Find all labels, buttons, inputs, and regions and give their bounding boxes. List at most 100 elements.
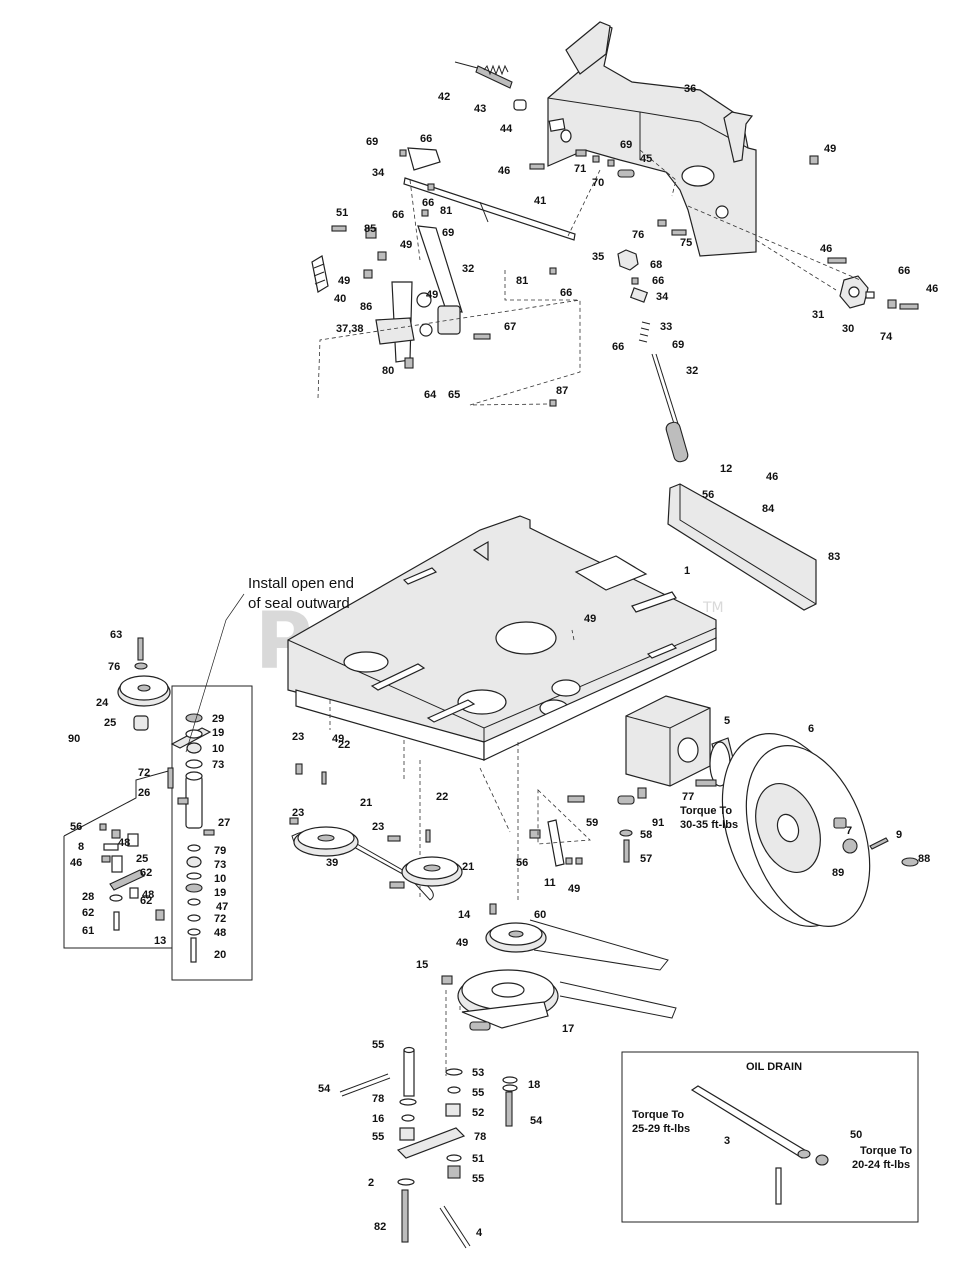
callout: 57 (640, 853, 652, 865)
callout: 48 (142, 889, 154, 901)
callout: 42 (438, 91, 450, 103)
callout: 66 (392, 209, 404, 221)
callout: 74 (880, 331, 893, 343)
callout: 49 (584, 613, 596, 625)
callout: 66 (652, 275, 664, 287)
callout: 30 (842, 323, 854, 335)
main-frame (287, 483, 919, 1076)
callout: 48 (118, 837, 130, 849)
callout: 65 (448, 389, 460, 401)
plug-torque-line2: 20-24 ft-lbs (852, 1159, 910, 1171)
callout: 55 (472, 1173, 484, 1185)
callout: 23 (292, 731, 304, 743)
callout: 66 (898, 265, 910, 277)
callout: 34 (656, 291, 669, 303)
lower-idler-hardware (339, 1046, 518, 1249)
callout: 6 (808, 723, 814, 735)
callout: 34 (372, 167, 385, 179)
callout: 5 (724, 715, 730, 727)
callout: 51 (336, 207, 348, 219)
callout: 84 (762, 503, 775, 515)
callout: 69 (442, 227, 454, 239)
callout: 10 (214, 873, 226, 885)
callout: 28 (82, 891, 94, 903)
callout: 79 (214, 845, 226, 857)
callout: 49 (824, 143, 836, 155)
callout: 14 (458, 909, 471, 921)
callout: 49 (338, 275, 350, 287)
callout: 56 (516, 857, 528, 869)
callout: 52 (472, 1107, 484, 1119)
callout: 55 (472, 1087, 484, 1099)
callout: 56 (70, 821, 82, 833)
callout: 11 (544, 877, 556, 889)
hub-torque-line1: Torque To (680, 805, 732, 817)
callout: 18 (528, 1079, 540, 1091)
callout: 62 (82, 907, 94, 919)
callout: 70 (592, 177, 604, 189)
callout: 8 (78, 841, 84, 853)
callout: 63 (110, 629, 122, 641)
callout: 7 (846, 825, 852, 837)
hub-torque-line2: 30-35 ft-lbs (680, 819, 738, 831)
callout: 48 (214, 927, 226, 939)
control-frame-bracket (547, 23, 757, 257)
upper-control-assembly (311, 21, 919, 463)
watermark-trademark: TM (702, 600, 724, 616)
callout: 66 (422, 197, 434, 209)
callout: 69 (620, 139, 632, 151)
callout: 17 (562, 1023, 574, 1035)
oil-drain-box: OIL DRAIN (621, 1051, 919, 1223)
callout: 29 (212, 713, 224, 725)
baffle-plate (667, 483, 817, 611)
callout: 86 (360, 301, 372, 313)
callout: 46 (70, 857, 82, 869)
callout: 67 (504, 321, 516, 333)
callout: 21 (360, 797, 372, 809)
callout: 3 (724, 1135, 730, 1147)
callout: 62 (140, 895, 152, 907)
callout: 24 (96, 697, 109, 709)
callout: 55 (372, 1131, 384, 1143)
callout: 19 (212, 727, 224, 739)
callout: 4 (476, 1227, 483, 1239)
callout: 73 (212, 759, 224, 771)
callout: 72 (214, 913, 226, 925)
callout: 55 (372, 1039, 384, 1051)
seal-note-line1: Install open end (248, 575, 354, 592)
callout: 25 (104, 717, 116, 729)
callout: 81 (440, 205, 452, 217)
callout: 71 (574, 163, 586, 175)
callout: 47 (216, 901, 228, 913)
callout: 21 (462, 861, 474, 873)
callout: 1 (684, 565, 690, 577)
callout: 33 (660, 321, 672, 333)
callout: 64 (424, 389, 437, 401)
callout: 72 (138, 767, 150, 779)
callout: 23 (292, 807, 304, 819)
callout: 13 (154, 935, 166, 947)
control-rod (403, 177, 576, 241)
callout: 76 (108, 661, 120, 673)
plug-torque-line1: Torque To (860, 1145, 912, 1157)
callout: 10 (212, 743, 224, 755)
callout: 46 (766, 471, 778, 483)
callout: 23 (372, 821, 384, 833)
callout: 22 (436, 791, 448, 803)
callout: 87 (556, 385, 568, 397)
callout: 89 (832, 867, 844, 879)
callout: 61 (82, 925, 94, 937)
left-idler-inset (63, 593, 253, 981)
idler-arm (396, 1127, 466, 1159)
callout: 37,38 (336, 323, 364, 335)
callout: 46 (820, 243, 832, 255)
callout: 49 (332, 733, 344, 745)
callout: 82 (374, 1221, 386, 1233)
callout: 49 (568, 883, 580, 895)
drain-torque-line1: Torque To (632, 1109, 684, 1121)
callout: 27 (218, 817, 230, 829)
callout: 49 (426, 289, 438, 301)
callout: 53 (472, 1067, 484, 1079)
callout: 73 (214, 859, 226, 871)
